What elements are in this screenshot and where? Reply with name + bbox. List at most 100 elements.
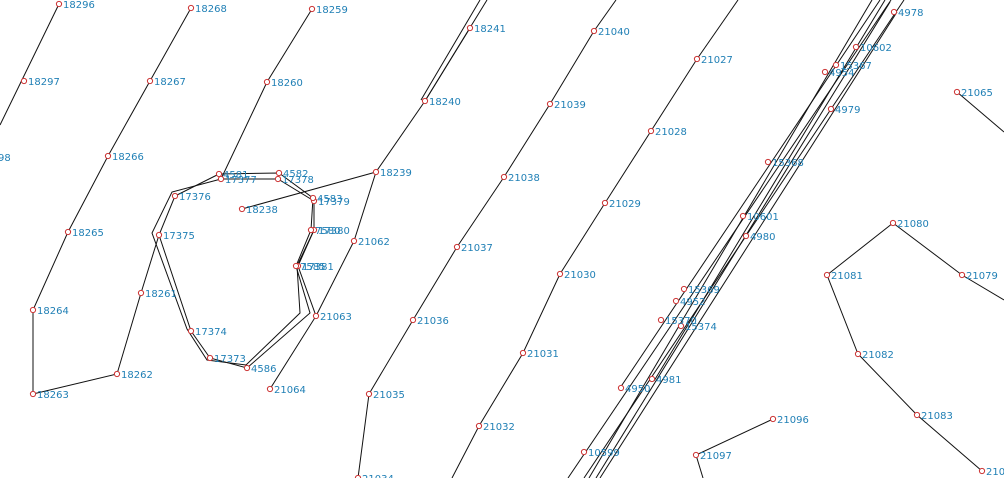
network-node-4952[interactable] (672, 297, 680, 305)
network-node-10601[interactable] (739, 212, 747, 220)
network-node-21032[interactable] (475, 422, 483, 430)
network-node-18296[interactable] (55, 0, 63, 8)
network-edge (0, 3, 60, 126)
network-node-4980[interactable] (742, 232, 750, 240)
network-node-18267[interactable] (146, 77, 154, 85)
network-node-10599[interactable] (580, 448, 588, 456)
network-node-4581[interactable] (215, 170, 223, 178)
node-label: 15369 (688, 285, 720, 296)
network-node-4950[interactable] (617, 384, 625, 392)
network-node-21082[interactable] (854, 350, 862, 358)
network-node-18238[interactable] (238, 205, 246, 213)
node-label: 21031 (527, 349, 559, 360)
network-node-21035[interactable] (365, 390, 373, 398)
node-label: 10601 (747, 212, 779, 223)
network-node-18262[interactable] (113, 370, 121, 378)
network-node-21030[interactable] (556, 270, 564, 278)
network-node-21027[interactable] (693, 55, 701, 63)
network-node-18265[interactable] (64, 228, 72, 236)
node-label: 4978 (898, 8, 923, 19)
network-node-15374[interactable] (677, 322, 685, 330)
network-node-21081[interactable] (823, 271, 831, 279)
node-label: 4581 (223, 170, 248, 181)
network-node-21028[interactable] (647, 127, 655, 135)
network-node-21064[interactable] (266, 385, 274, 393)
node-label: 18268 (195, 4, 227, 15)
network-node-21083[interactable] (913, 411, 921, 419)
node-label: 18240 (429, 97, 461, 108)
network-node-18259[interactable] (308, 5, 316, 13)
network-node-21031[interactable] (519, 349, 527, 357)
network-node-17376[interactable] (171, 192, 179, 200)
node-label: 4980 (750, 232, 775, 243)
network-node-17373[interactable] (206, 354, 214, 362)
node-label: 18297 (28, 77, 60, 88)
network-edge (151, 178, 315, 366)
node-label: 4981 (656, 375, 681, 386)
network-node-18241[interactable] (466, 24, 474, 32)
network-edge (158, 172, 314, 369)
network-node-18268[interactable] (187, 4, 195, 12)
node-label: 15370 (665, 316, 697, 327)
network-node-18239[interactable] (372, 168, 380, 176)
network-node-21039[interactable] (546, 100, 554, 108)
network-node-7580[interactable] (307, 226, 315, 234)
network-node-21040[interactable] (590, 27, 598, 35)
node-label: 21040 (598, 27, 630, 38)
network-node-4978[interactable] (890, 8, 898, 16)
network-node-21096[interactable] (769, 415, 777, 423)
network-node-21097[interactable] (692, 451, 700, 459)
node-label: 21035 (373, 390, 405, 401)
network-node-17375[interactable] (155, 231, 163, 239)
network-node-21037[interactable] (453, 243, 461, 251)
network-node-21065[interactable] (953, 88, 961, 96)
node-label: 17374 (195, 327, 227, 338)
network-node-21063[interactable] (312, 312, 320, 320)
network-node-4979[interactable] (827, 105, 835, 113)
network-node-17374[interactable] (187, 327, 195, 335)
node-label: 4954 (829, 68, 854, 79)
network-node-4582[interactable] (275, 169, 283, 177)
network-node-18240[interactable] (421, 97, 429, 105)
network-node-18264[interactable] (29, 306, 37, 314)
network-node-21029[interactable] (601, 199, 609, 207)
network-node-15367[interactable] (832, 61, 840, 69)
network-node-21062[interactable] (350, 237, 358, 245)
network-node-21079[interactable] (958, 271, 966, 279)
node-label: 18262 (121, 370, 153, 381)
node-label: 21032 (483, 422, 515, 433)
node-label: 21038 (508, 173, 540, 184)
network-node-10602[interactable] (852, 43, 860, 51)
network-edge (696, 0, 739, 60)
node-label: 21029 (609, 199, 641, 210)
network-node-21084[interactable] (978, 467, 986, 475)
network-node-15370[interactable] (657, 316, 665, 324)
network-node-4583[interactable] (309, 194, 317, 202)
network-node-21038[interactable] (500, 173, 508, 181)
network-node-15369[interactable] (680, 285, 688, 293)
network-node-18261[interactable] (137, 289, 145, 297)
network-node-21080[interactable] (889, 219, 897, 227)
network-node-18260[interactable] (263, 78, 271, 86)
network-node-4981[interactable] (648, 375, 656, 383)
node-label: 21064 (274, 385, 306, 396)
network-edge (892, 222, 1004, 301)
network-node-21036[interactable] (409, 316, 417, 324)
node-label: 21083 (921, 411, 953, 422)
network-node-18266[interactable] (104, 152, 112, 160)
network-node-7585[interactable] (292, 262, 300, 270)
node-label: 17377 (225, 175, 257, 186)
network-edge (619, 0, 881, 389)
network-node-18263[interactable] (29, 390, 37, 398)
node-label: 7585 (300, 262, 325, 273)
network-node-17378[interactable] (274, 175, 282, 183)
network-node-17377[interactable] (217, 175, 225, 183)
network-node-4586[interactable] (243, 364, 251, 372)
network-node-15368[interactable] (764, 158, 772, 166)
node-label: 10599 (588, 448, 620, 459)
network-node-18297[interactable] (20, 77, 28, 85)
node-label: 15374 (685, 322, 717, 333)
network-node-4954[interactable] (821, 68, 829, 76)
